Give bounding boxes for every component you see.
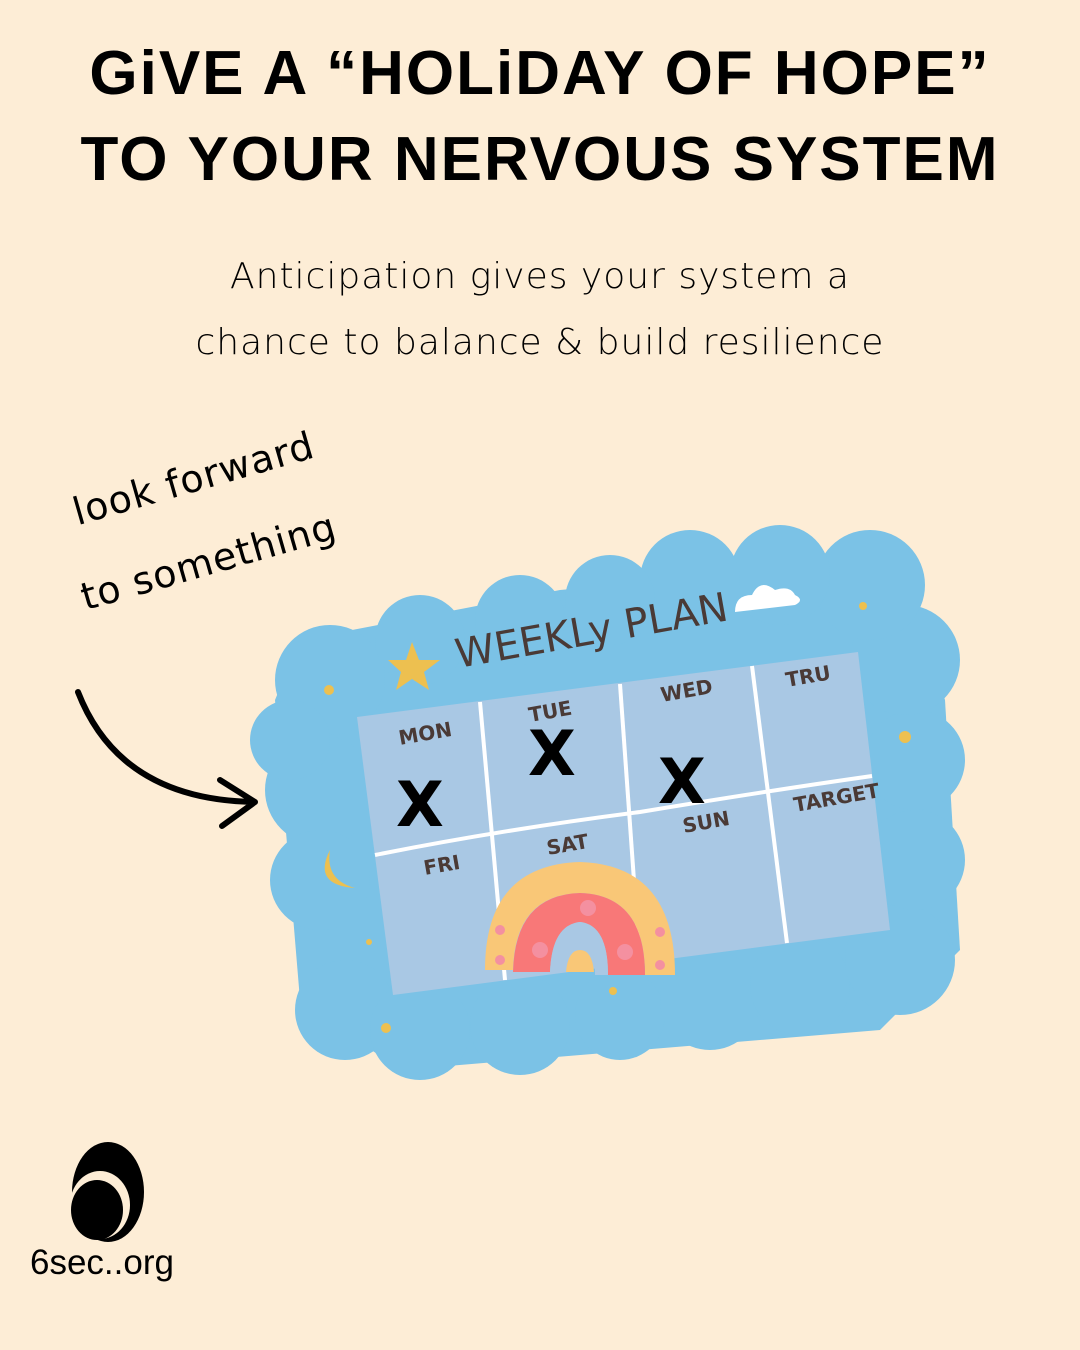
moon-icon	[324, 850, 355, 888]
rainbow-icon	[485, 862, 675, 975]
subtitle-line-2: chance to balance & build resilience	[195, 322, 885, 363]
arrow-icon	[75, 689, 258, 829]
dots-decoration	[324, 602, 911, 1033]
star-icon	[388, 642, 440, 690]
title-line-2: TO YOUR NERVOUS SYSTEM	[80, 125, 1000, 194]
subtitle-line-1: Anticipation gives your system a	[230, 256, 850, 297]
mark-tue: X	[528, 717, 576, 790]
cloud-icon	[735, 585, 800, 612]
logo-icon	[70, 1142, 144, 1242]
mark-mon: X	[396, 768, 444, 841]
title-line-1: GiVE A “HOLiDAY OF HOPE”	[89, 39, 991, 108]
planner-grid	[357, 652, 890, 995]
logo-text: 6sec..org	[30, 1243, 174, 1282]
mark-wed: X	[658, 745, 706, 818]
